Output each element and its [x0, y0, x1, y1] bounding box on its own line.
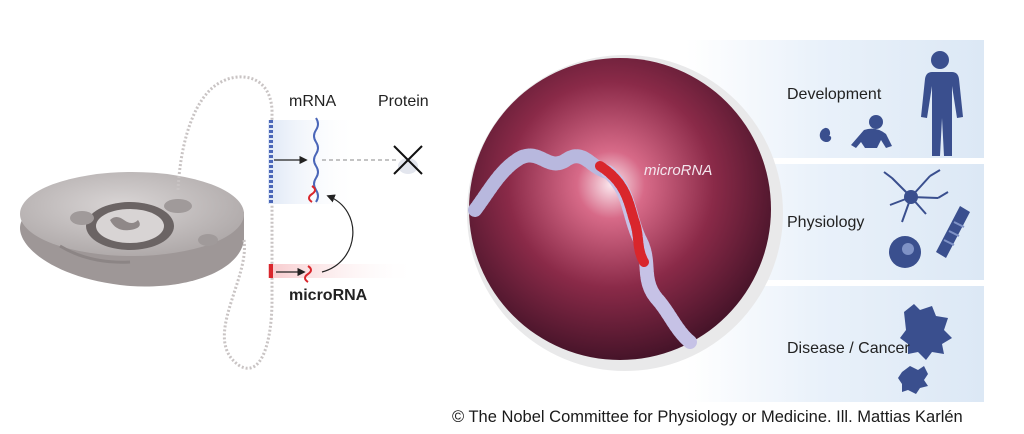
muscle-cell-icon — [936, 206, 970, 258]
panel-disease-label: Disease / Cancer — [787, 340, 910, 357]
microrna-strand-icon — [304, 265, 312, 283]
microrna-strand — [595, 161, 649, 267]
microrna-band — [268, 264, 418, 278]
neuron-icon — [883, 169, 949, 223]
protein-label: Protein — [378, 93, 429, 110]
mrna-band — [268, 120, 358, 204]
copyright-credit: © The Nobel Committee for Physiology or … — [452, 408, 963, 426]
microrna-structure-circle — [467, 55, 783, 371]
microrna-circle-label: microRNA — [644, 162, 713, 179]
dna-strand — [176, 75, 274, 370]
panel-development-label: Development — [787, 86, 882, 103]
embryo-icon — [819, 127, 832, 143]
human-icon — [921, 51, 963, 156]
rna-strand-left — [468, 148, 615, 217]
cell-illustration — [20, 172, 244, 287]
blocked-protein-x — [393, 145, 423, 175]
binding-curved-arrow — [321, 194, 354, 273]
panel-physiology-label: Physiology — [787, 214, 865, 231]
cell-icon — [889, 236, 921, 268]
cancer-cell-icon — [898, 304, 952, 394]
mrna-label: mRNA — [289, 93, 337, 110]
microrna-label: microRNA — [289, 287, 368, 304]
baby-icon — [851, 115, 892, 148]
